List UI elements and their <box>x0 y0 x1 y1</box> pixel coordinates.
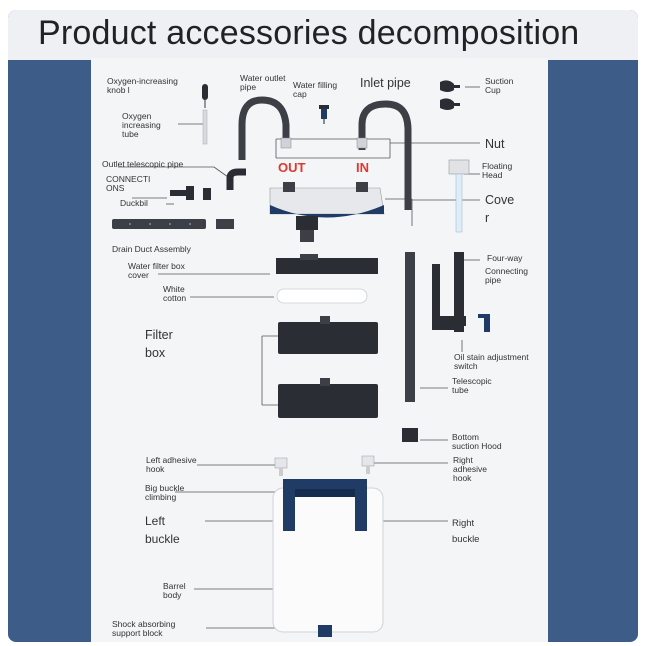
drain-duct-part <box>112 219 234 229</box>
label-water-filling-cap: Water filling cap <box>293 80 338 99</box>
label-water-filter-box-cover: Water filter box cover <box>128 261 185 280</box>
label-connecting-pipe: Connecting pipe <box>485 266 529 285</box>
filter-box-top-part <box>278 316 378 354</box>
water-outlet-pipe-part <box>238 96 290 160</box>
label-big-buckle: Big buckle climbing <box>145 483 185 502</box>
label-drain-duct: Drain Duct Assembly <box>112 244 191 254</box>
bottom-suction-hood-part <box>402 428 418 442</box>
label-telescopic-tube: Telescopic tube <box>452 376 492 395</box>
oil-stain-switch-part <box>478 314 490 332</box>
left-adhesive-hook-part <box>274 457 288 476</box>
oxygen-tube-part <box>202 109 208 145</box>
floating-head-part <box>448 159 470 233</box>
label-four-way: Four-way <box>487 253 523 263</box>
label-outlet-telescopic-pipe: Outlet telescopic pipe <box>102 159 184 169</box>
label-left-adhesive-hook: Left adhesive hook <box>146 455 197 474</box>
telescopic-tube-part <box>405 252 415 402</box>
label-water-outlet-pipe: Water outlet pipe <box>240 73 286 92</box>
label-connections: CONNECTI ONS <box>106 174 151 193</box>
label-white-cotton: White cotton <box>163 284 187 303</box>
outlet-telescopic-pipe-part <box>226 168 246 190</box>
title-band: Product accessories decomposition <box>8 10 638 60</box>
label-inlet-pipe: Inlet pipe <box>360 76 411 90</box>
label-oxygen-knob: Oxygen-increasing knob l <box>107 76 178 95</box>
label-bottom-suction-hood: Bottom suction Hood <box>452 432 502 451</box>
water-filling-cap-part <box>319 105 329 124</box>
label-oil-stain-switch: Oil stain adjustment switch <box>454 352 529 371</box>
cover-part <box>269 182 385 242</box>
label-in: IN <box>356 160 369 175</box>
label-suction-cup: Suction Cup <box>485 76 514 95</box>
label-floating-head: Floating Head <box>482 161 513 180</box>
white-cotton-part <box>276 288 368 304</box>
label-right-buckle: Right buckle <box>452 518 480 545</box>
leader-lines <box>118 86 480 629</box>
label-shock-block: Shock absorbing support block <box>112 619 176 638</box>
label-nut: Nut <box>485 137 505 151</box>
connections-part <box>170 186 194 200</box>
four-way-pipe-part <box>432 252 466 332</box>
label-oxygen-tube: Oxygen increasing tube <box>122 111 161 139</box>
inlet-pipe-part <box>358 100 412 210</box>
oxygen-knob-part <box>202 84 208 108</box>
label-left-buckle: Left buckle <box>145 514 180 546</box>
connector-part <box>203 188 211 200</box>
label-barrel-body: Barrel body <box>163 581 186 600</box>
label-duckbill: Duckbil <box>120 198 148 208</box>
label-out: OUT <box>278 160 306 175</box>
label-filter-box: Filter box <box>145 328 173 360</box>
suction-cup-part <box>440 80 460 110</box>
filter-box-bottom-part <box>278 378 378 418</box>
page-title: Product accessories decomposition <box>38 14 580 52</box>
right-adhesive-hook-part <box>361 455 375 474</box>
water-filter-box-cover-part <box>276 254 378 274</box>
barrel-part <box>272 479 384 637</box>
label-cover: Cove r <box>485 193 515 225</box>
label-right-adhesive-hook: Right adhesive hook <box>453 455 488 483</box>
